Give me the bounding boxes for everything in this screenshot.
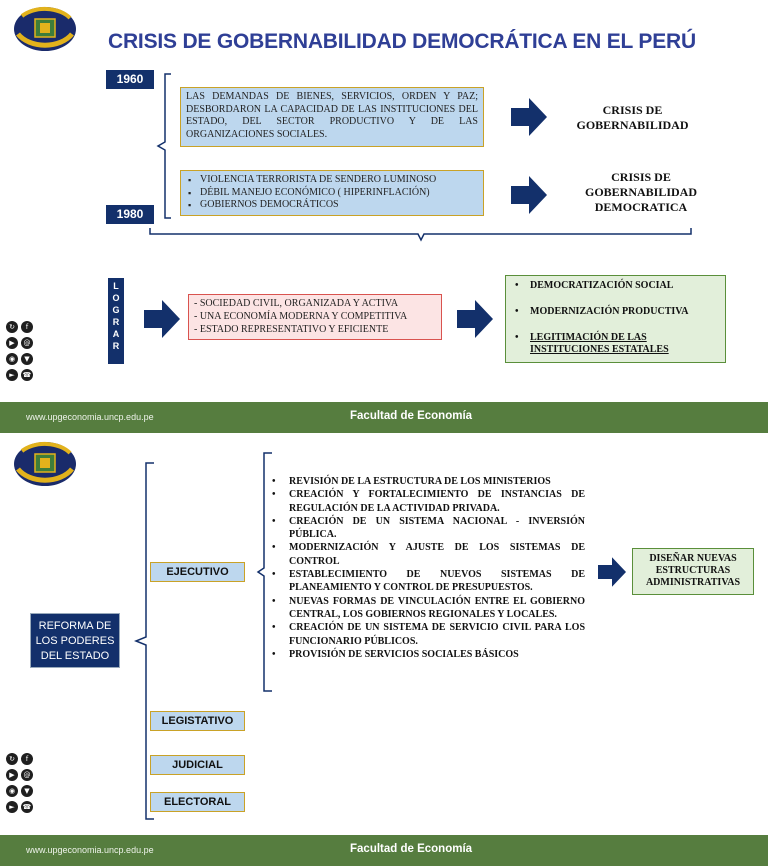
arrow-right-icon <box>511 98 547 136</box>
video-icon[interactable]: ► <box>6 801 18 813</box>
executive-action-item: CREACIÓN DE UN SISTEMA DE SERVICIO CIVIL… <box>270 621 585 648</box>
year-1960-badge: 1960 <box>106 70 154 89</box>
executive-bracket <box>256 452 272 692</box>
causes-box: VIOLENCIA TERRORISTA DE SENDERO LUMINOSO… <box>180 170 484 216</box>
location-icon[interactable]: ▼ <box>21 785 33 797</box>
goal-item: - UNA ECONOMÍA MODERNA Y COMPETITIVA <box>194 311 408 322</box>
arrow-right-icon <box>598 557 626 587</box>
goals-box: - SOCIEDAD CIVIL, ORGANIZADA Y ACTIVA - … <box>188 294 442 340</box>
video-icon[interactable]: ► <box>6 369 18 381</box>
executive-actions-list: REVISIÓN DE LA ESTRUCTURA DE LOS MINISTE… <box>270 475 585 661</box>
lograr-letter: R <box>112 317 120 327</box>
outcomes-box: DEMOCRATIZACIÓN SOCIAL MODERNIZACIÓN PRO… <box>505 275 726 363</box>
social-media-icons: ↻f ▶@ ◉▼ ►☎ <box>6 753 36 817</box>
university-logo-icon <box>14 6 76 51</box>
slide-reforma: REFORMA DE LOS PODERES DEL ESTADO EJECUT… <box>0 433 768 866</box>
cause-item: DÉBIL MANEJO ECONÓMICO ( HIPERINFLACIÓN) <box>186 187 478 200</box>
lograr-vertical-label: L O G R A R <box>108 278 124 364</box>
footer-faculty: Facultad de Economía <box>350 843 473 855</box>
arrow-right-icon <box>144 300 180 338</box>
branch-legislativo: LEGISTATIVO <box>150 711 245 731</box>
left-bracket <box>156 73 171 219</box>
executive-action-item: REVISIÓN DE LA ESTRUCTURA DE LOS MINISTE… <box>270 475 585 489</box>
outcome-item: LEGITIMACIÓN DE LAS INSTITUCIONES ESTATA… <box>512 332 719 356</box>
goal-item: - SOCIEDAD CIVIL, ORGANIZADA Y ACTIVA <box>194 298 399 309</box>
bottom-bracket <box>149 228 692 242</box>
branch-judicial: JUDICIAL <box>150 755 245 775</box>
share-icon[interactable]: ↻ <box>6 753 18 765</box>
footer-bar: www.upgeconomia.uncp.edu.pe Facultad de … <box>0 835 768 866</box>
cause-item: VIOLENCIA TERRORISTA DE SENDERO LUMINOSO <box>186 174 478 187</box>
footer-url[interactable]: www.upgeconomia.uncp.edu.pe <box>26 845 154 855</box>
lograr-letter: A <box>112 329 120 339</box>
demands-box: LAS DEMANDAS DE BIENES, SERVICIOS, ORDEN… <box>180 87 484 147</box>
outcome-item: MODERNIZACIÓN PRODUCTIVA <box>512 306 719 318</box>
location-icon[interactable]: ▼ <box>21 353 33 365</box>
lograr-letter: L <box>113 281 119 291</box>
footer-url[interactable]: www.upgeconomia.uncp.edu.pe <box>26 412 154 422</box>
university-logo-icon <box>14 441 76 486</box>
whatsapp-icon[interactable]: ☎ <box>21 369 33 381</box>
instagram-icon[interactable]: ◉ <box>6 785 18 797</box>
play-icon[interactable]: ▶ <box>6 337 18 349</box>
executive-action-item: PROVISIÓN DE SERVICIOS SOCIALES BÁSICOS <box>270 648 585 662</box>
share-icon[interactable]: ↻ <box>6 321 18 333</box>
executive-action-item: CREACIÓN Y FORTALECIMIENTO DE INSTANCIAS… <box>270 488 585 515</box>
web-icon[interactable]: @ <box>21 337 33 349</box>
social-media-icons: ↻f ▶@ ◉▼ ►☎ <box>6 321 36 385</box>
executive-action-item: NUEVAS FORMAS DE VINCULACIÓN ENTRE EL GO… <box>270 595 585 622</box>
web-icon[interactable]: @ <box>21 769 33 781</box>
slide-crisis: CRISIS DE GOBERNABILIDAD DEMOCRÁTICA EN … <box>0 0 768 433</box>
result-crisis-democratica: CRISIS DE GOBERNABILIDAD DEMOCRATICA <box>584 170 698 214</box>
executive-action-item: MODERNIZACIÓN Y AJUSTE DE LOS SISTEMAS D… <box>270 541 585 568</box>
lograr-letter: G <box>112 305 120 315</box>
arrow-right-icon <box>511 176 547 214</box>
result-crisis-gobernabilidad: CRISIS DE GOBERNABILIDAD <box>576 103 689 132</box>
play-icon[interactable]: ▶ <box>6 769 18 781</box>
facebook-icon[interactable]: f <box>21 753 33 765</box>
branch-electoral: ELECTORAL <box>150 792 245 812</box>
outcome-item: DEMOCRATIZACIÓN SOCIAL <box>512 280 719 292</box>
reform-powers-box: REFORMA DE LOS PODERES DEL ESTADO <box>30 613 120 668</box>
lograr-letter: O <box>112 293 120 303</box>
goal-item: - ESTADO REPRESENTATIVO Y EFICIENTE <box>194 324 389 335</box>
result-new-structures: DISEÑAR NUEVAS ESTRUCTURAS ADMINISTRATIV… <box>632 548 754 595</box>
branch-ejecutivo: EJECUTIVO <box>150 562 245 582</box>
cause-item: GOBIERNOS DEMOCRÁTICOS <box>186 199 478 212</box>
footer-bar: www.upgeconomia.uncp.edu.pe Facultad de … <box>0 402 768 433</box>
branches-bracket <box>133 462 154 820</box>
year-1980-badge: 1980 <box>106 205 154 224</box>
facebook-icon[interactable]: f <box>21 321 33 333</box>
arrow-right-icon <box>457 300 493 338</box>
instagram-icon[interactable]: ◉ <box>6 353 18 365</box>
executive-action-item: CREACIÓN DE UN SISTEMA NACIONAL - INVERS… <box>270 515 585 542</box>
executive-action-item: ESTABLECIMIENTO DE NUEVOS SISTEMAS DE PL… <box>270 568 585 595</box>
page-title: CRISIS DE GOBERNABILIDAD DEMOCRÁTICA EN … <box>108 30 696 53</box>
whatsapp-icon[interactable]: ☎ <box>21 801 33 813</box>
footer-faculty: Facultad de Economía <box>350 410 473 422</box>
lograr-letter: R <box>112 341 120 351</box>
